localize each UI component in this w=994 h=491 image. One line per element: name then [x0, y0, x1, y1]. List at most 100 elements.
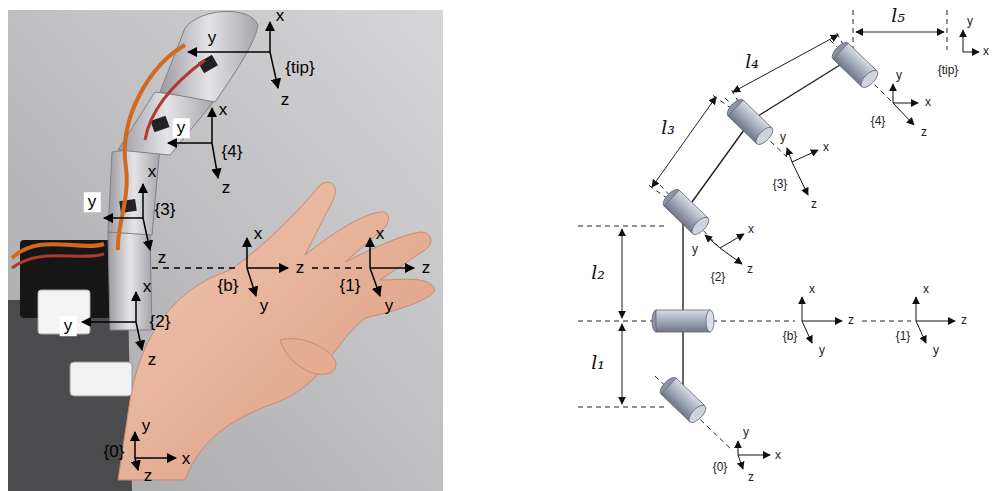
cylinder-body: [656, 310, 710, 332]
cable: [118, 45, 185, 250]
axis: [270, 52, 278, 88]
axis-label: z: [748, 471, 754, 485]
frame-name: {tip}: [285, 58, 314, 78]
axis-label: y: [60, 316, 77, 336]
frame-name: {3}: [773, 178, 788, 192]
axis: [212, 143, 218, 178]
dashed-line: [712, 321, 795, 322]
axis: [792, 162, 808, 195]
axis: [142, 184, 144, 218]
frame-name: {tip}: [938, 64, 959, 78]
axis: [104, 217, 143, 219]
link: [682, 222, 683, 392]
axis: [916, 321, 926, 343]
axis: [247, 267, 288, 269]
dashed-line: [853, 10, 854, 50]
axis: [247, 268, 256, 296]
axis: [168, 142, 212, 144]
frame-name: {4}: [871, 115, 886, 129]
axis: [705, 235, 720, 248]
axis-label: z: [281, 90, 290, 110]
finger-base-segment: [108, 232, 152, 330]
axis-label: z: [222, 178, 231, 198]
axis: [143, 218, 150, 250]
frame-axes-photo: [82, 22, 414, 470]
axis: [893, 84, 894, 103]
axis-label: x: [925, 96, 931, 110]
axis-label: y: [173, 118, 190, 138]
axis-label: y: [142, 416, 151, 436]
cable: [145, 60, 205, 140]
joint-axis: [830, 40, 891, 101]
axis: [134, 432, 136, 458]
joint-cylinder: [829, 40, 880, 91]
axis-label: y: [819, 344, 825, 358]
dimension-label: l₅: [891, 5, 905, 27]
axis-label: x: [276, 6, 285, 26]
axis-label: x: [775, 449, 781, 463]
axis-label: x: [923, 283, 929, 297]
axis-label: z: [747, 263, 753, 277]
frame-name: {2}: [150, 312, 171, 332]
dimension-arrow: [622, 229, 623, 318]
axis-label: y: [933, 344, 939, 358]
axis-label: x: [143, 277, 152, 297]
axis-label: x: [376, 224, 385, 244]
joint-cylinder: [652, 310, 714, 332]
axis: [802, 321, 812, 343]
wrist-strap: [70, 362, 132, 396]
axis-label: y: [84, 192, 101, 212]
axis-label: x: [219, 100, 228, 120]
cylinder-cap: [686, 403, 708, 426]
axis: [720, 234, 744, 248]
frame-name: {4}: [222, 142, 243, 162]
dashed-line: [578, 321, 652, 322]
axis: [269, 22, 271, 52]
dashed-line: [578, 407, 668, 408]
frame-name: {3}: [155, 200, 176, 220]
frame-name: {1}: [896, 330, 911, 344]
dimension-arrow: [856, 32, 944, 33]
cylinder-cap: [706, 310, 714, 332]
dimension-label: l₃: [661, 117, 675, 139]
dashed-line: [862, 321, 911, 322]
cylinder-cap: [753, 125, 775, 148]
axis: [370, 267, 414, 269]
joint-cylinder: [657, 375, 708, 426]
axis-label: y: [385, 296, 394, 316]
axis: [370, 268, 380, 296]
dimension-arrow: [733, 35, 838, 92]
axis-label: y: [743, 426, 749, 440]
axis-label: z: [921, 126, 927, 140]
axis: [963, 30, 964, 52]
dashed-line: [578, 226, 668, 227]
cylinder-cap: [858, 68, 880, 91]
frame-name: {0}: [713, 461, 728, 475]
axis-label: x: [809, 283, 815, 297]
axis: [135, 457, 176, 459]
link: [692, 130, 744, 202]
link: [758, 60, 848, 116]
dimension-arrow: [622, 324, 623, 404]
axis: [136, 322, 142, 350]
frame-name: {b}: [783, 330, 798, 344]
dimension-arrow: [652, 97, 716, 187]
photo: [8, 10, 443, 491]
axis: [738, 455, 743, 469]
axis: [802, 297, 803, 321]
axis: [916, 321, 955, 322]
frame-axes-schematic: [705, 30, 979, 469]
axis-label: y: [692, 243, 698, 257]
cable: [12, 254, 104, 268]
cylinder-cap: [689, 215, 711, 238]
axis-label: y: [260, 296, 269, 316]
axis-label: z: [422, 258, 431, 278]
schematic: [578, 10, 947, 451]
axis: [802, 321, 842, 322]
axis: [738, 441, 739, 455]
axis-label: x: [182, 449, 191, 469]
axis: [369, 238, 371, 268]
axis: [211, 108, 213, 143]
